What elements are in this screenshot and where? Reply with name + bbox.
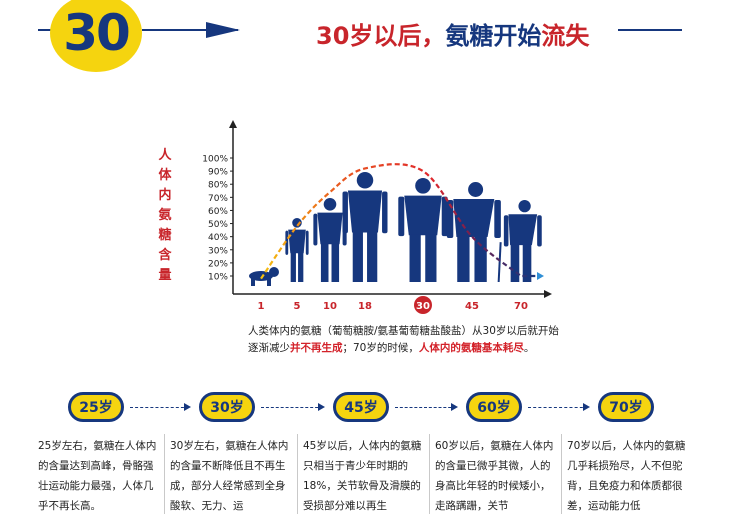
age-badge: 30 (50, 0, 142, 72)
x-tick-label: 10 (323, 301, 337, 312)
y-axis-label: 人体内氨糖含量 (155, 146, 175, 286)
x-tick-label: 30 (416, 301, 430, 312)
y-axis-label-char: 糖 (158, 228, 172, 243)
human-figure-icon (313, 198, 347, 282)
y-axis-label-char: 体 (158, 168, 172, 183)
title-part1: 30岁以后， (316, 22, 446, 50)
header-line-middle (142, 29, 238, 31)
y-tick-label: 60% (208, 207, 228, 217)
timeline-arrow-icon (528, 403, 590, 411)
y-tick-label: 70% (208, 194, 228, 204)
y-tick-label: 10% (208, 273, 228, 283)
human-figure-icon (446, 182, 501, 282)
highlight-tick-marker (414, 296, 432, 314)
timeline-arrow-icon (130, 403, 191, 411)
stage-description: 70岁以后，人体内的氨糖几乎耗损殆尽，人不但驼背，且免疫力和体质都很差，运动能力… (567, 440, 686, 512)
stage-pill: 70岁 (598, 392, 654, 422)
y-tick-label: 90% (208, 168, 228, 178)
y-axis-label-char: 氨 (158, 208, 172, 223)
stage-description: 25岁左右，氨糖在人体内的含量达到高峰，骨骼强壮运动能力最强，人体几乎不再长高。 (38, 440, 157, 512)
human-figure-icon (285, 218, 309, 282)
caption-seg-d: 人体内的氨糖基本耗尽 (418, 342, 524, 354)
y-tick-label: 30% (208, 246, 228, 256)
chart-caption: 人类体内的氨糖（葡萄糖胺/氨基葡萄糖盐酸盐）从30岁以后就开始 逐渐减少并不再生… (248, 323, 578, 357)
caption-line1: 人类体内的氨糖（葡萄糖胺/氨基葡萄糖盐酸盐）从30岁以后就开始 (248, 325, 559, 337)
column-divider (164, 434, 165, 514)
y-axis-label-char: 人 (158, 148, 172, 163)
caption-seg-e: 。 (523, 342, 535, 354)
column-divider (561, 434, 562, 514)
caption-seg-b: 并不再生成 (290, 342, 343, 354)
x-tick-label: 18 (358, 301, 372, 312)
y-tick-label: 80% (208, 181, 228, 191)
y-tick-label: 40% (208, 233, 228, 243)
x-axis-arrow-icon (544, 290, 552, 298)
column-divider (297, 434, 298, 514)
caption-seg-a: 逐渐减少 (248, 342, 290, 354)
human-figures (249, 172, 542, 286)
stage-pill: 45岁 (333, 392, 389, 422)
series-point (520, 275, 523, 278)
human-figure-icon (342, 172, 388, 282)
y-tick-labels: 100% 90% 80% 70% 60% 50% 40% 30% 20% 10% (202, 155, 233, 283)
y-axis-label-char: 内 (158, 188, 172, 203)
x-tick-labels: 1 5 10 18 30 45 70 (258, 296, 528, 314)
stage-description: 30岁左右，氨糖在人体内的含量不断降低且不再生成，部分人经常感到全身酸软、无力、… (170, 440, 289, 512)
series-line (260, 163, 544, 280)
stage-description: 60岁以后，氨糖在人体内的含量已微乎其微，人的身高比年轻的时候矮小，走路蹒跚，关… (435, 440, 554, 512)
timeline-arrow-icon (261, 403, 325, 411)
y-axis-label-char: 含 (158, 248, 172, 263)
y-tick-label: 20% (208, 259, 228, 269)
x-tick-label: 5 (294, 301, 301, 312)
human-figure-icon (249, 267, 279, 286)
human-figure-icon (497, 200, 542, 283)
stage-pill: 30岁 (199, 392, 255, 422)
caption-seg-c: ；70岁的时候， (342, 342, 419, 354)
x-tick-label: 1 (258, 301, 265, 312)
glucosamine-chart: 100% 90% 80% 70% 60% 50% 40% 30% 20% 10% 1 5 10 18 30… (202, 120, 552, 314)
header-line-left (38, 29, 58, 31)
title-part3: 流失 (541, 22, 590, 50)
title-part2: 氨糖开始 (445, 22, 542, 50)
y-tick-label: 50% (208, 220, 228, 230)
stage-pill: 25岁 (68, 392, 124, 422)
human-figure-icon (398, 178, 448, 282)
badge-number: 30 (63, 4, 131, 62)
x-tick-label: 45 (465, 301, 479, 312)
stage-pill: 60岁 (466, 392, 522, 422)
header-arrow-icon (206, 22, 240, 38)
column-divider (429, 434, 430, 514)
x-tick-label: 70 (514, 301, 528, 312)
caption-line2: 逐渐减少并不再生成；70岁的时候，人体内的氨糖基本耗尽。 (248, 340, 578, 357)
page-title: 30岁以后，氨糖开始流失 (316, 16, 589, 51)
header-line-right (618, 29, 682, 31)
y-tick-label: 100% (202, 155, 228, 165)
series-arrow-icon (537, 272, 544, 280)
y-axis-arrow-icon (229, 120, 237, 128)
y-axis-label-char: 量 (158, 268, 172, 283)
timeline-arrow-icon (395, 403, 458, 411)
stage-description: 45岁以后，人体内的氨糖只相当于青少年时期的18%，关节软骨及滑膜的受损部分难以… (303, 440, 422, 512)
